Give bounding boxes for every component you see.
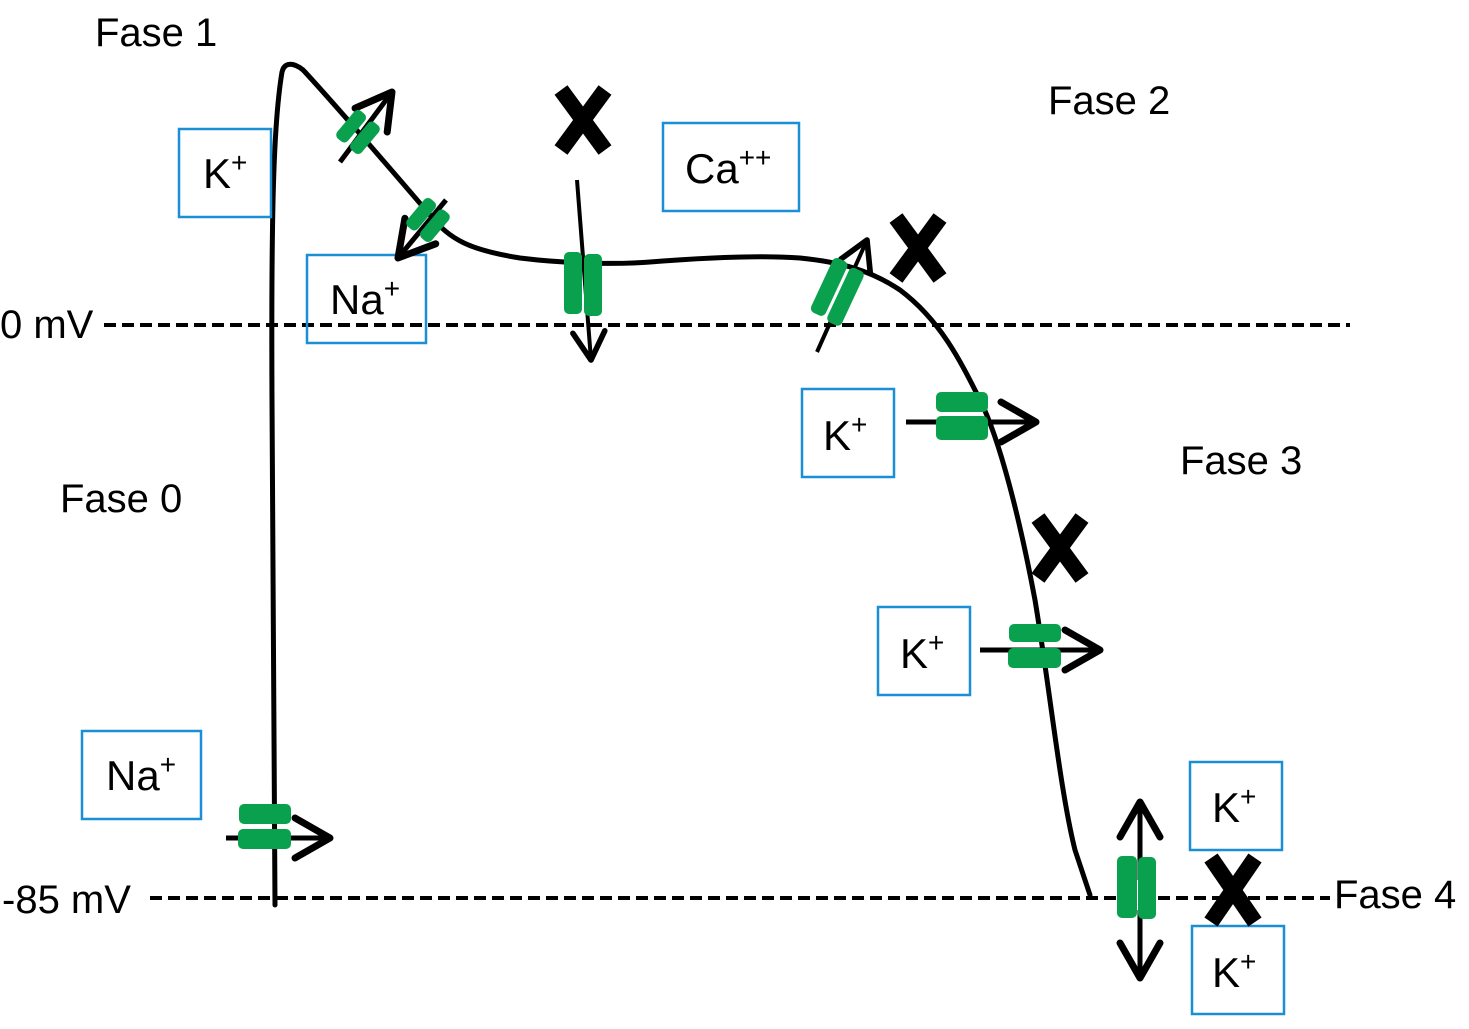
ion-box-k-phase4-bottom: K+ (1190, 924, 1286, 1016)
phase-label-1: Fase 1 (95, 11, 217, 55)
svg-text:K+: K+ (1212, 946, 1256, 996)
ion-symbol: K (823, 412, 851, 459)
ion-charge: + (1240, 781, 1256, 812)
svg-text:K+: K+ (1212, 781, 1256, 831)
ion-channel-icon (226, 804, 334, 862)
ion-symbol: Na (106, 752, 160, 799)
ion-charge: + (851, 409, 867, 440)
ion-box-na-phase1: Na+ (305, 253, 428, 345)
ion-symbol: K (1212, 784, 1240, 831)
phase-label-0: Fase 0 (60, 477, 182, 521)
ion-channel-icon (906, 392, 1040, 446)
ion-box-k-phase1: K+ (177, 127, 273, 219)
ion-charge: + (1240, 946, 1256, 977)
action-potential-curve (269, 61, 1093, 908)
ion-channel-icon (1116, 798, 1164, 982)
svg-text:K+: K+ (823, 409, 867, 459)
blocked-x-icon (1031, 513, 1089, 583)
svg-text:Ca++: Ca++ (685, 142, 771, 192)
ion-charge: + (384, 273, 400, 304)
ion-symbol: Ca (685, 145, 739, 192)
ion-symbol: K (900, 630, 928, 677)
blocked-x-icon (889, 213, 947, 283)
ion-symbol: K (1212, 949, 1240, 996)
ion-charge: ++ (739, 142, 772, 173)
svg-text:K+: K+ (900, 627, 944, 677)
ion-box-k-phase3-upper: K+ (800, 387, 896, 479)
phase-label-4: Fase 4 (1334, 873, 1456, 917)
svg-text:Na+: Na+ (106, 749, 176, 799)
ion-charge: + (160, 749, 176, 780)
rest-mv-label: -85 mV (2, 878, 131, 922)
ion-box-ca-phase2: Ca++ (661, 121, 801, 213)
blocked-x-icon (554, 85, 612, 155)
ion-channel-icon (394, 197, 450, 262)
blocked-x-icon (1204, 853, 1262, 927)
ion-charge: + (928, 627, 944, 658)
phase-label-3: Fase 3 (1180, 439, 1302, 483)
ion-channel-icon (810, 237, 873, 353)
ion-box-na-phase0: Na+ (80, 729, 203, 821)
flux-arrow-icon (394, 198, 448, 262)
svg-text:K+: K+ (203, 147, 247, 197)
svg-text:Na+: Na+ (330, 273, 400, 323)
zero-mv-label: 0 mV (0, 303, 94, 347)
ion-channel-icon (980, 624, 1104, 674)
ion-box-k-phase3-lower: K+ (876, 605, 972, 697)
phase-label-2: Fase 2 (1048, 79, 1170, 123)
ion-charge: + (231, 147, 247, 178)
ion-box-k-phase4-top: K+ (1188, 760, 1284, 852)
ion-symbol: Na (330, 276, 384, 323)
ion-channel-icon (336, 88, 396, 164)
ion-channel-icon (564, 179, 608, 363)
ion-symbol: K (203, 150, 231, 197)
